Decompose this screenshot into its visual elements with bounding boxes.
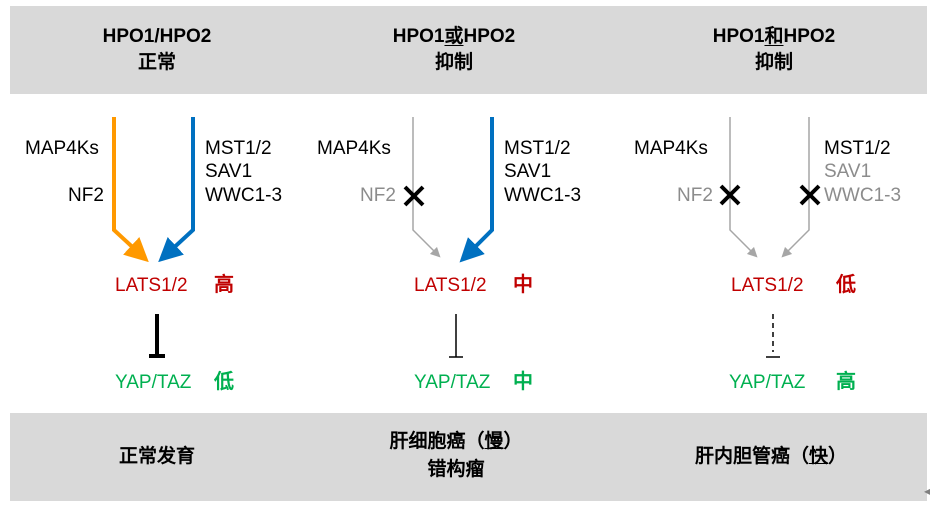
outcome-paren: ） — [503, 431, 523, 452]
mst12-label: MST1/2 — [205, 138, 272, 159]
wwc13-label: WWC1-3 — [504, 185, 582, 206]
lats-label: LATS1/2 — [115, 275, 188, 296]
outcome-paren: ） — [828, 446, 848, 467]
nf2-label-inactive: NF2 — [360, 185, 396, 206]
blocked-x-icon — [403, 185, 425, 207]
header-line2: 抑制 — [434, 52, 473, 73]
outcome-speed: 慢 — [484, 431, 504, 452]
mst-arrow-active — [158, 117, 195, 263]
header-line1-post: HPO2 — [783, 26, 836, 47]
header-line1-pre: HPO1 — [712, 26, 765, 47]
header-band — [10, 6, 927, 94]
mst-arrow-active — [459, 117, 494, 263]
sav1-label-inactive: SAV1 — [824, 161, 872, 182]
inhibition-medium — [449, 314, 463, 358]
wwc13-label-inactive: WWC1-3 — [824, 185, 902, 206]
inhibition-strong — [149, 314, 165, 358]
yap-label: YAP/TAZ — [414, 372, 491, 393]
sav1-label: SAV1 — [205, 161, 253, 182]
inhibition-weak-dashed — [766, 314, 780, 358]
nf2-label-inactive: NF2 — [677, 185, 713, 206]
lats-label: LATS1/2 — [731, 275, 804, 296]
map4ks-label: MAP4Ks — [634, 138, 708, 159]
map4k-arrow-active — [112, 117, 149, 263]
panel-2-header: HPO1或HPO2 抑制 — [344, 24, 564, 76]
mst12-label: MST1/2 — [824, 138, 891, 159]
panel-1-outcome: 正常发育 — [27, 443, 287, 471]
outcome-text: 正常发育 — [118, 446, 195, 467]
footer-band — [10, 413, 927, 501]
header-line1-pre: HPO1 — [392, 26, 445, 47]
map4ks-label: MAP4Ks — [25, 138, 99, 159]
mst-arrow-inactive — [781, 117, 810, 258]
lats-label: LATS1/2 — [414, 275, 487, 296]
outcome-text: 肝内胆管癌（ — [694, 446, 809, 467]
blocked-x-icon — [799, 184, 821, 206]
blocked-x-icon — [719, 184, 741, 206]
panel-3-outcome: 肝内胆管癌（快） — [641, 443, 901, 471]
lats-level: 中 — [513, 274, 533, 296]
yap-level: 高 — [836, 371, 856, 393]
mst12-label: MST1/2 — [504, 138, 571, 159]
header-line2: 正常 — [137, 52, 176, 73]
header-line1-post: HPO2 — [463, 26, 516, 47]
lats-level: 低 — [836, 274, 856, 296]
outcome-text-line2: 错构瘤 — [427, 459, 485, 480]
outcome-text: 肝细胞癌（ — [389, 431, 485, 452]
panel-3-header: HPO1和HPO2 抑制 — [664, 24, 884, 76]
yap-level: 中 — [513, 371, 533, 393]
lats-level: 高 — [214, 274, 234, 296]
yap-level: 低 — [214, 371, 234, 393]
panel-1-header: HPO1/HPO2 正常 — [47, 24, 267, 76]
map4k-arrow-inactive — [729, 117, 758, 258]
sav1-label: SAV1 — [504, 161, 552, 182]
wwc13-label: WWC1-3 — [205, 185, 283, 206]
header-line1-and: 和 — [764, 26, 784, 47]
outcome-speed: 快 — [808, 446, 828, 467]
map4ks-label: MAP4Ks — [317, 138, 391, 159]
panel-2-outcome: 肝细胞癌（慢） 错构瘤 — [326, 428, 586, 484]
partial-arrow-icon: ◂ — [924, 484, 931, 498]
header-line2: 抑制 — [754, 52, 793, 73]
yap-label: YAP/TAZ — [729, 372, 806, 393]
map4k-arrow-inactive — [412, 117, 441, 258]
header-line1: HPO1/HPO2 — [102, 26, 212, 47]
header-line1-or: 或 — [444, 26, 464, 47]
yap-label: YAP/TAZ — [115, 372, 192, 393]
nf2-label: NF2 — [68, 185, 104, 206]
